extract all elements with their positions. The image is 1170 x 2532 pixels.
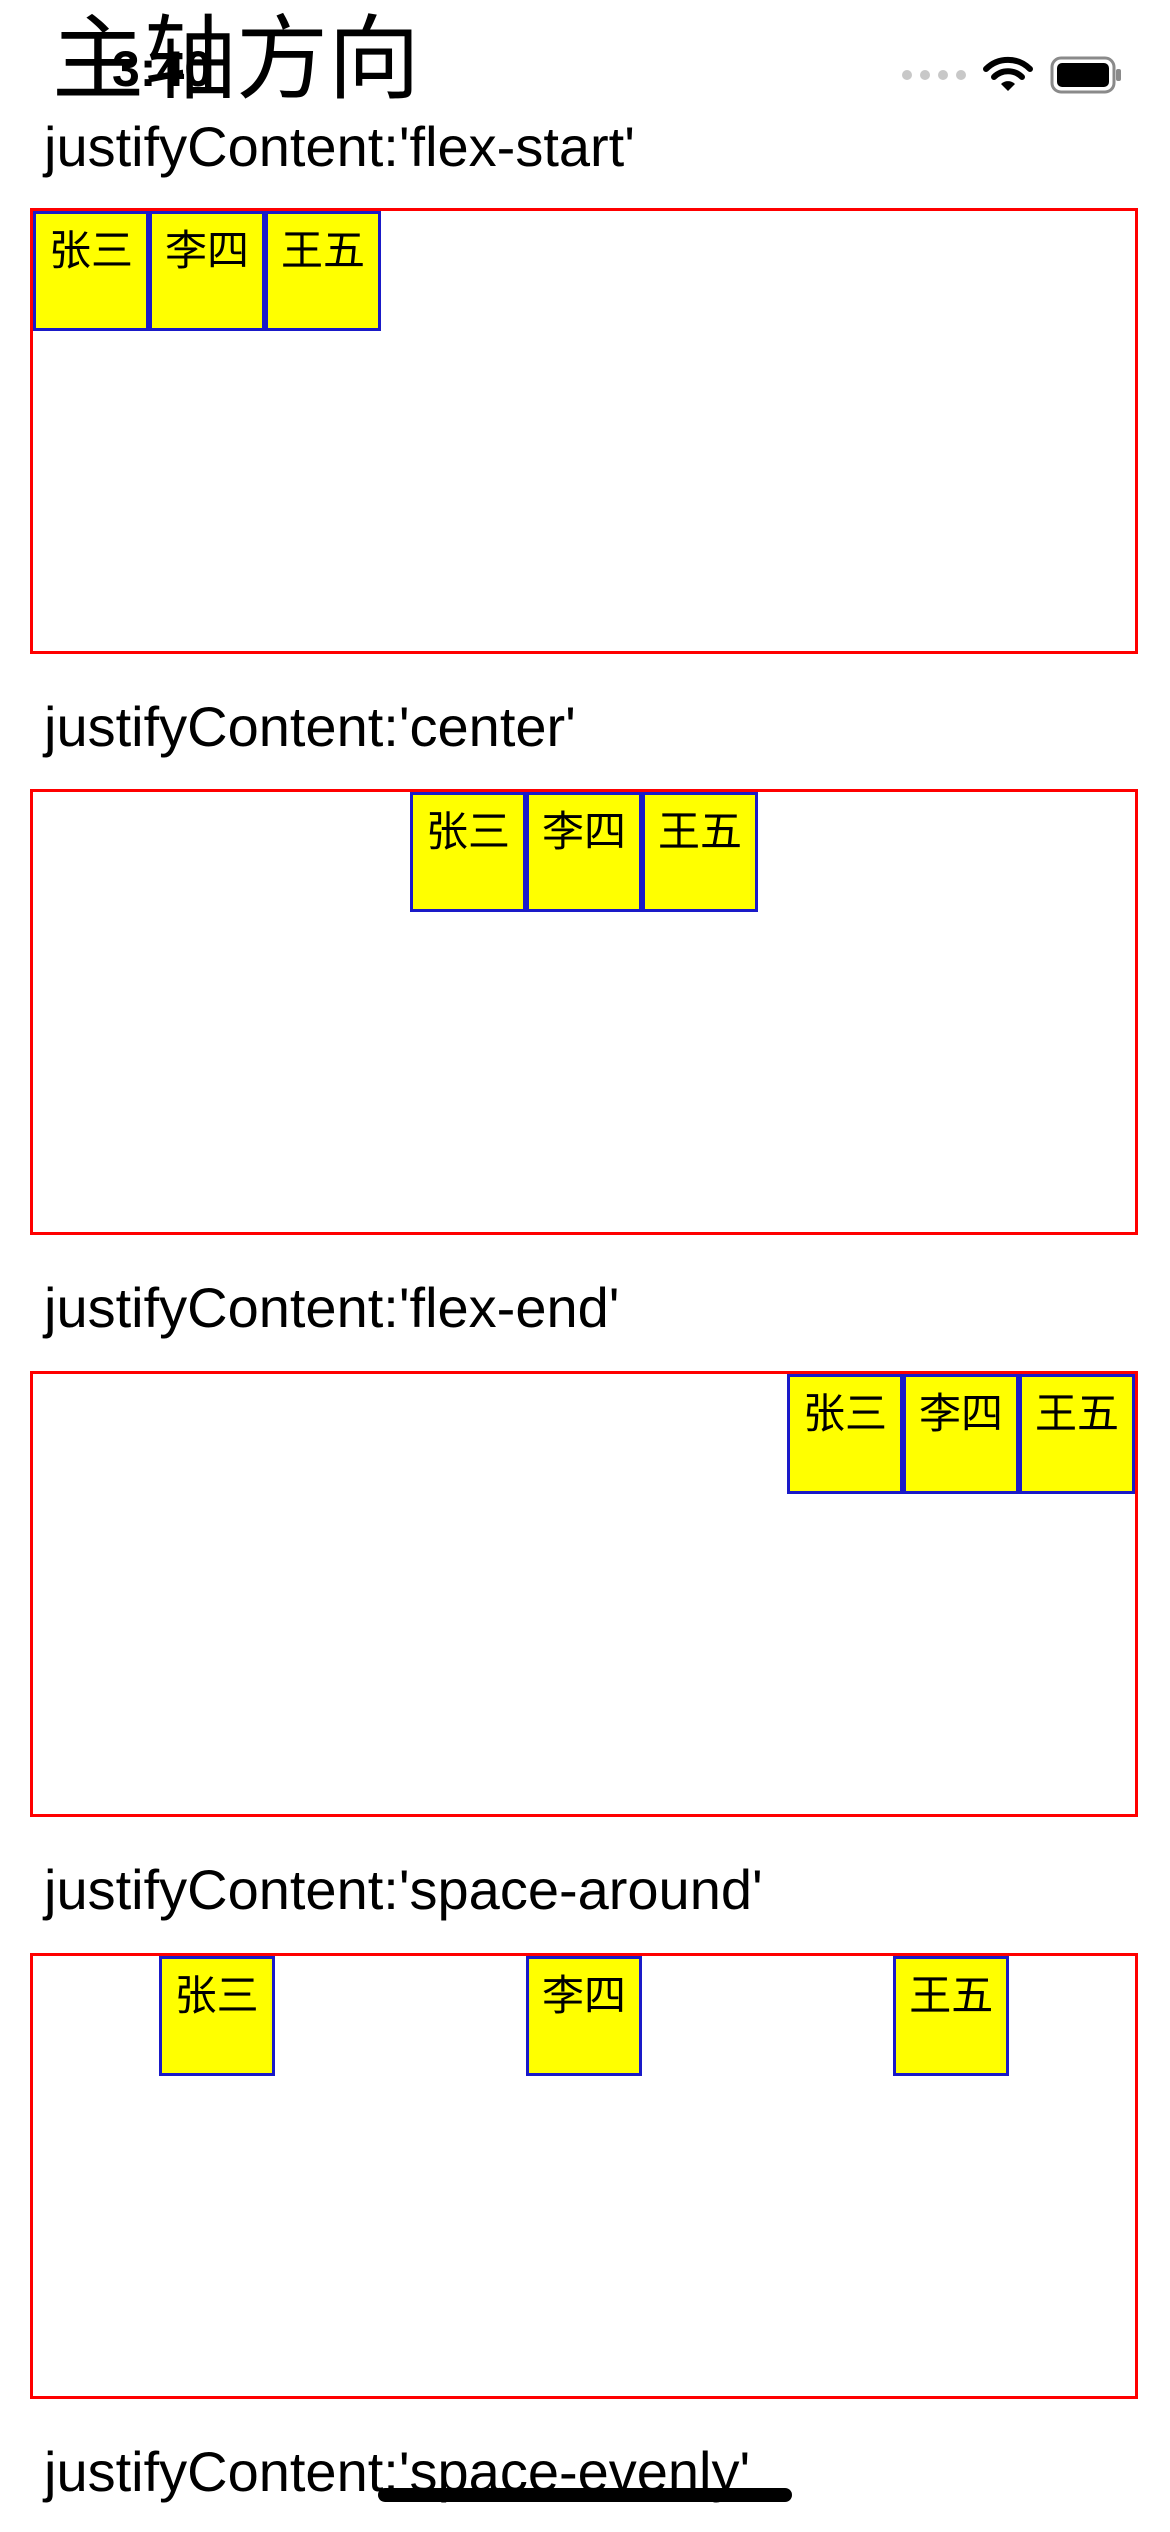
flex-item: 王五 <box>1019 1374 1135 1494</box>
page-title: 主轴方向 <box>52 6 421 113</box>
status-time: 3:40 <box>112 41 213 97</box>
flex-item: 李四 <box>525 1956 642 2076</box>
flex-item: 张三 <box>787 1374 903 1494</box>
flex-item: 张三 <box>410 792 526 912</box>
signal-dots-icon <box>902 70 966 80</box>
flex-container-center: 张三 李四 王五 <box>30 789 1138 1235</box>
status-icons <box>902 50 1122 100</box>
flex-container-flex-end: 张三 李四 王五 <box>30 1371 1138 1817</box>
flex-item: 王五 <box>642 792 758 912</box>
flex-item: 王五 <box>893 1956 1010 2076</box>
home-indicator[interactable] <box>378 2488 792 2502</box>
section-label-flex-start: justifyContent:'flex-start' <box>44 115 635 178</box>
flex-container-flex-start: 张三 李四 王五 <box>30 208 1138 654</box>
section-label-center: justifyContent:'center' <box>44 695 576 758</box>
flex-item: 李四 <box>149 211 265 331</box>
wifi-icon <box>982 55 1034 95</box>
flex-item: 张三 <box>33 211 149 331</box>
flex-item: 王五 <box>265 211 381 331</box>
section-label-space-around: justifyContent:'space-around' <box>44 1858 763 1921</box>
flex-item: 李四 <box>526 792 642 912</box>
section-label-flex-end: justifyContent:'flex-end' <box>44 1276 620 1339</box>
flex-item: 张三 <box>158 1956 275 2076</box>
flex-item: 李四 <box>903 1374 1019 1494</box>
flex-container-space-around: 张三 李四 王五 <box>30 1953 1138 2399</box>
battery-icon <box>1050 56 1122 94</box>
